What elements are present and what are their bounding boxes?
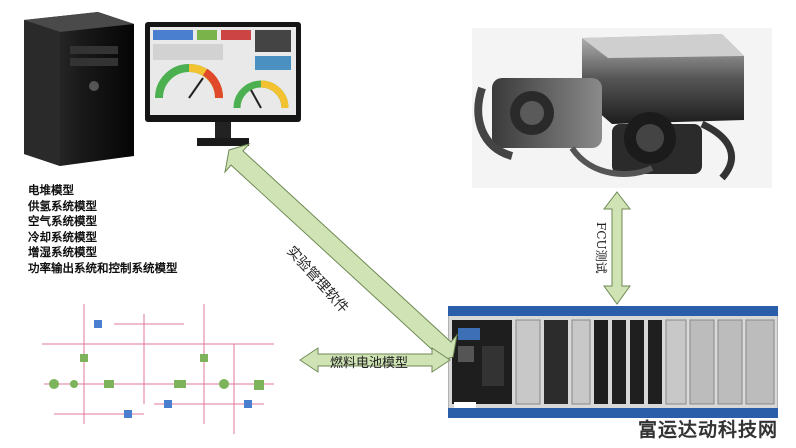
fcu-arrow [602, 191, 632, 305]
monitor [145, 22, 301, 150]
model-list-item: 供氢系统模型 [28, 198, 97, 213]
model-arrow [299, 347, 451, 373]
model-list-item: 增湿系统模型 [28, 245, 97, 259]
model-list-item: 电堆模型 [28, 183, 74, 197]
software-arrow [224, 143, 458, 364]
model-list-item: 功率输出系统和控制系统模型 [28, 260, 178, 275]
fuel-cell-engine-icon [472, 28, 772, 188]
watermark: 富运达动科技网 [637, 419, 778, 441]
monitor-dashboard-icon [145, 22, 301, 146]
schematic-diagram [24, 284, 296, 444]
model-arrow-label: 燃料电池模型 [330, 356, 409, 371]
schematic-diagram-icon [24, 284, 296, 444]
pxi-chassis-icon [447, 305, 779, 419]
model-list-item: 空气系统模型 [28, 214, 97, 228]
pxi-chassis [447, 305, 779, 419]
fcu-arrow-label: FCU测试 [594, 222, 608, 274]
desktop-tower [18, 6, 138, 168]
desktop-tower-icon [24, 12, 134, 166]
fuel-cell-engine [472, 28, 772, 188]
model-list-item: 冷却系统模型 [28, 229, 97, 244]
